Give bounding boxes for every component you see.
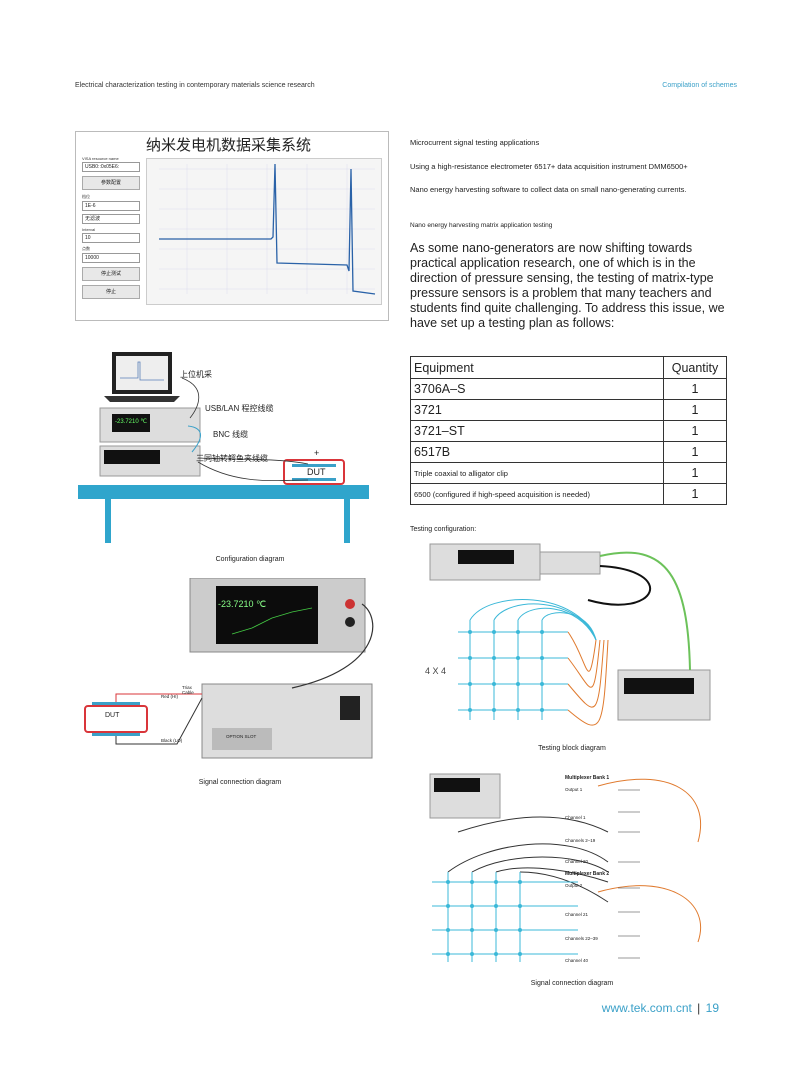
testing-caption: Testing block diagram <box>538 745 606 752</box>
red-label: Red (HI) <box>161 694 179 699</box>
channel-label: Channels 22–39 <box>565 936 598 941</box>
plus-sign: + <box>314 448 320 458</box>
text-line-2: Using a high-resistance electrometer 651… <box>410 162 688 171</box>
table-cell: Triple coaxial to alligator clip <box>410 462 664 484</box>
option-slot: OPTION SLOT <box>226 734 257 739</box>
footer-url[interactable]: www.tek.com.cnt <box>601 1001 692 1015</box>
range-field: 1E-6 <box>82 201 140 211</box>
channel-label: Channel 20 <box>565 859 589 864</box>
table-cell: 1 <box>663 441 727 463</box>
configuration-diagram <box>78 352 369 543</box>
stop-button: 停止 <box>82 285 140 299</box>
signal-trace <box>159 163 376 295</box>
table-cell: 1 <box>663 420 727 442</box>
table-cell: 1 <box>663 483 727 505</box>
clip-label: 三同轴转鳄鱼夹线缆 <box>196 454 268 463</box>
bnc-label: BNC 线缆 <box>213 430 249 439</box>
bench <box>78 485 369 499</box>
paragraph: As some nano-generators are now shifting… <box>410 241 725 330</box>
signal2-caption: Signal connection diagram <box>530 980 614 987</box>
table-cell: 6500 (configured if high-speed acquisiti… <box>410 483 664 505</box>
table-cell: 3706A–S <box>410 378 664 400</box>
text-line-3: Nano energy harvesting software to colle… <box>410 185 687 194</box>
signal-connection-diagram <box>84 578 374 759</box>
subheading: Nano energy harvesting matrix applicatio… <box>410 222 553 229</box>
plot-svg <box>159 163 376 295</box>
signal-caption: Signal connection diagram <box>198 779 282 786</box>
table-row: 6500 (configured if high-speed acquisiti… <box>410 483 727 505</box>
points-field: 10000 <box>82 253 140 263</box>
dmm-instrument <box>617 669 711 721</box>
bank1-label: Multiplexer Bank 1 <box>565 775 610 781</box>
channel-label: Channels 2–19 <box>565 838 596 843</box>
matrix-grid <box>432 872 578 962</box>
page-number: 19 <box>705 1001 719 1015</box>
table-cell: 1 <box>663 462 727 484</box>
table-cell: 1 <box>663 399 727 421</box>
channel-label: Channel 40 <box>565 958 589 963</box>
software-title: 纳米发电机数据采集系统 <box>146 137 312 154</box>
dut-box <box>84 705 148 733</box>
field-label: Interval <box>82 227 96 232</box>
signal-reading: -23.7210 ℃ <box>218 599 267 609</box>
filter-field: 无滤波 <box>82 214 140 224</box>
table-cell: 3721 <box>410 399 664 421</box>
meter-reading: -23.7210 ℃ <box>115 419 148 425</box>
header-right: Compilation of schemes <box>662 82 737 89</box>
stop-test-button: 停止测试 <box>82 267 140 281</box>
pc-label: 上位机采 <box>180 370 212 379</box>
triax-label: Triax Cable <box>182 685 194 695</box>
matrix-label: 4 X 4 <box>425 666 447 676</box>
interval-field: 10 <box>82 233 140 243</box>
usb-label: USB/LAN 程控线缆 <box>205 404 274 413</box>
field-label: VISA resource name <box>82 156 119 161</box>
multiplexer-diagram <box>429 773 702 962</box>
software-controls: VISA resource name USB0::0x05E6: 参数配置 档位… <box>82 156 140 303</box>
header-left: Electrical characterization testing in c… <box>75 82 315 89</box>
dut-box <box>283 459 345 485</box>
dut-label-2: DUT <box>105 712 120 719</box>
visa-field: USB0::0x05E6: <box>82 162 140 172</box>
text-line-1: Microcurrent signal testing applications <box>410 138 540 147</box>
software-screenshot: 纳米发电机数据采集系统 VISA resource name USB0::0x0… <box>75 131 389 321</box>
header-quantity: Quantity <box>663 356 727 379</box>
matrix-grid <box>458 620 568 720</box>
software-plot <box>146 158 382 305</box>
config-caption: Configuration diagram <box>215 556 285 563</box>
table-cell: 6517B <box>410 441 664 463</box>
table-cell: 1 <box>663 378 727 400</box>
field-label: 点数 <box>82 246 90 251</box>
table-header-row: Equipment Quantity <box>410 356 727 379</box>
testing-block-diagram <box>429 543 711 726</box>
output1-label: Output 1 <box>565 787 583 792</box>
header-equipment: Equipment <box>410 356 664 379</box>
channel-label: Channel 21 <box>565 912 589 917</box>
field-label: 档位 <box>82 194 90 199</box>
bank2-label: Multiplexer Bank 2 <box>565 871 610 877</box>
output2-label: Output 2 <box>565 883 583 888</box>
testing-label: Testing configuration: <box>410 526 477 533</box>
channel-label: Channel 1 <box>565 815 586 820</box>
footer: www.tek.com.cnt | 19 <box>601 1001 719 1015</box>
black-label: Black (LO) <box>161 738 183 743</box>
config-button: 参数配置 <box>82 176 140 190</box>
table-cell: 3721–ST <box>410 420 664 442</box>
dut-label: DUT <box>307 467 326 477</box>
